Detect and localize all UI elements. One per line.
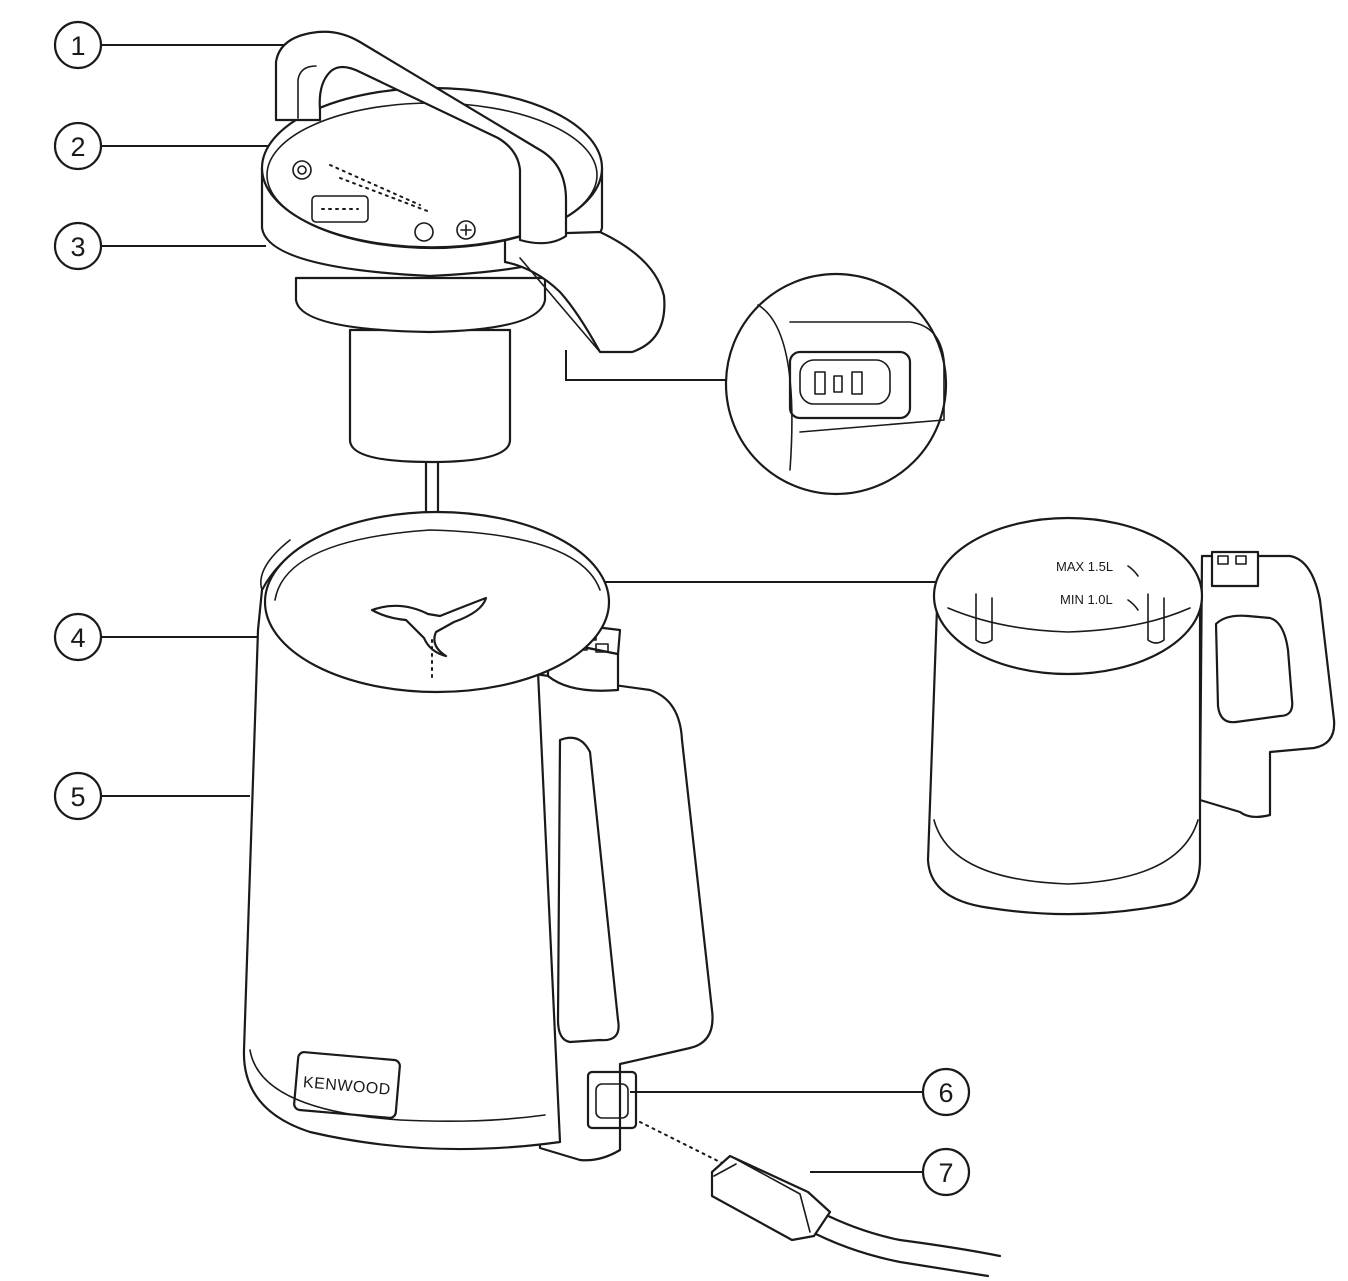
svg-text:5: 5 bbox=[70, 782, 85, 812]
callout-5: 5 bbox=[53, 771, 103, 821]
cord-plug bbox=[710, 1154, 832, 1242]
jug-power-socket-inner bbox=[595, 1083, 629, 1119]
cord-plug-edge bbox=[733, 1157, 811, 1233]
plus-button-icon bbox=[456, 220, 476, 240]
svg-text:1: 1 bbox=[70, 31, 85, 61]
level-jug-connector-pin-a bbox=[1217, 555, 1229, 565]
jug-base-line bbox=[249, 1049, 546, 1123]
socket-detail-pin-3 bbox=[851, 371, 863, 395]
level-jug-base-line bbox=[933, 819, 1199, 885]
min-level-label: MIN 1.0L bbox=[1060, 592, 1113, 607]
level-jug-mouth bbox=[932, 516, 1204, 676]
blade-wings bbox=[370, 596, 488, 658]
main-jug: KENWOOD bbox=[242, 510, 714, 1162]
jug-handle bbox=[518, 670, 714, 1162]
motor-housing bbox=[348, 328, 512, 464]
program-indicators-row2 bbox=[339, 177, 431, 213]
cord-plug-tip bbox=[713, 1163, 737, 1177]
level-jug-connector bbox=[1210, 550, 1260, 588]
jug-spout bbox=[260, 539, 291, 591]
lid-handle-hole bbox=[297, 65, 317, 119]
level-jug-handle bbox=[1198, 554, 1336, 819]
lid-spout-edge bbox=[519, 257, 601, 353]
svg-text:4: 4 bbox=[70, 623, 85, 653]
display-window bbox=[311, 195, 369, 223]
socket-detail-pin-2 bbox=[833, 375, 843, 393]
callout-7: 7 bbox=[921, 1147, 971, 1197]
power-cord bbox=[639, 1121, 1002, 1278]
level-jug-inner-floor bbox=[947, 607, 1191, 633]
callout-4: 4 bbox=[53, 612, 103, 662]
min-level-tick bbox=[1127, 599, 1139, 611]
jug-connector-pin-d bbox=[595, 643, 609, 653]
lid-handle bbox=[274, 30, 568, 245]
callout-3: 3 bbox=[53, 221, 103, 271]
jug-mouth-inner bbox=[274, 529, 601, 601]
lid-collar bbox=[294, 276, 547, 334]
cord-cable-lower bbox=[806, 1228, 990, 1278]
cord-insert-path bbox=[639, 1121, 729, 1167]
control-panel bbox=[292, 160, 476, 242]
level-jug-inner-rib-left bbox=[975, 593, 993, 644]
level-jug-inner-rib-right bbox=[1147, 593, 1165, 644]
socket-detail-circle bbox=[724, 272, 948, 496]
callout-2: 2 bbox=[53, 121, 103, 171]
level-jug-connector-pin-b bbox=[1235, 555, 1247, 565]
socket-detail-port bbox=[788, 350, 912, 420]
socket-detail bbox=[724, 272, 948, 496]
cord-cable bbox=[818, 1210, 1002, 1258]
svg-text:7: 7 bbox=[938, 1158, 953, 1188]
jug-handle-grip bbox=[556, 736, 620, 1044]
socket-detail-inner bbox=[799, 359, 891, 405]
max-level-label: MAX 1.5L bbox=[1056, 559, 1113, 574]
svg-text:3: 3 bbox=[70, 232, 85, 262]
jug-mouth bbox=[263, 510, 611, 694]
callout-1: 1 bbox=[53, 20, 103, 70]
lid-spout bbox=[503, 230, 666, 354]
program-indicators bbox=[329, 164, 421, 206]
power-button-inner bbox=[297, 165, 307, 175]
level-jug-handle-grip bbox=[1214, 614, 1294, 724]
level-detail-jug: MAX 1.5L MIN 1.0L bbox=[926, 516, 1336, 916]
brand-badge bbox=[293, 1051, 401, 1119]
socket-detail-housing bbox=[789, 321, 945, 433]
svg-text:2: 2 bbox=[70, 132, 85, 162]
max-level-tick bbox=[1127, 565, 1139, 577]
jug-power-socket bbox=[586, 1070, 638, 1130]
callout-6: 6 bbox=[921, 1067, 971, 1117]
blade bbox=[370, 596, 488, 681]
motor-lid bbox=[260, 30, 666, 464]
svg-text:6: 6 bbox=[938, 1078, 953, 1108]
callout-markers: 1 2 3 4 5 6 7 bbox=[53, 20, 971, 1197]
socket-detail-edge bbox=[757, 304, 793, 471]
start-button-icon bbox=[414, 222, 434, 242]
power-button-icon bbox=[292, 160, 312, 180]
leader-line-socket-detail bbox=[565, 350, 730, 381]
socket-detail-pin-1 bbox=[814, 371, 826, 395]
